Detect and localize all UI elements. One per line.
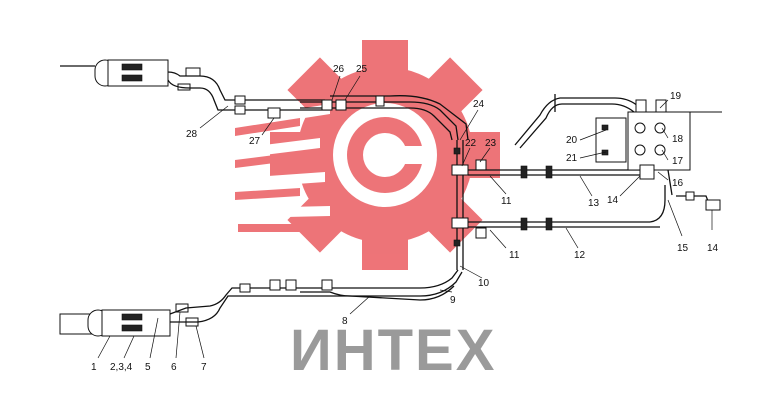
lower-cylinder	[59, 303, 199, 337]
callout-13: 13	[588, 198, 600, 209]
horizontal-lines-to-valve	[468, 165, 666, 231]
callout-20: 20	[566, 135, 578, 146]
callout-11-lower: 11	[509, 250, 520, 261]
callout-16: 16	[672, 178, 684, 189]
callout-22: 22	[465, 138, 477, 149]
callout-1: 1	[91, 362, 97, 373]
callout-8: 8	[342, 316, 348, 327]
callout-labels: 28 27 26 25 24 22 23 11 11 13 12 14 15 1…	[91, 64, 719, 373]
callout-7: 7	[201, 362, 207, 373]
leader-lines	[97, 75, 713, 359]
callout-26: 26	[333, 64, 345, 75]
upper-mid-lines	[267, 95, 469, 141]
callout-28: 28	[186, 129, 198, 140]
callout-12: 12	[574, 250, 586, 261]
center-vertical-block	[451, 140, 487, 270]
watermark-text: ИНТЕХ	[290, 318, 496, 383]
callout-24: 24	[473, 99, 485, 110]
watermark-gear-logo	[235, 40, 500, 270]
callout-9: 9	[450, 295, 456, 306]
callout-15: 15	[677, 243, 689, 254]
lower-hoses	[169, 269, 463, 323]
callout-2-3-4: 2,3,4	[110, 362, 133, 373]
callout-23: 23	[485, 138, 497, 149]
callout-14-center: 14	[607, 195, 619, 206]
upper-hose-28	[167, 71, 330, 115]
callout-27: 27	[249, 136, 261, 147]
top-return-lines	[514, 94, 641, 149]
callout-25: 25	[356, 64, 368, 75]
upper-cylinder	[60, 59, 201, 91]
callout-10: 10	[478, 278, 490, 289]
callout-6: 6	[171, 362, 177, 373]
callout-21: 21	[566, 153, 578, 164]
callout-19: 19	[670, 91, 682, 102]
callout-17: 17	[672, 156, 684, 167]
callout-5: 5	[145, 362, 151, 373]
callout-18: 18	[672, 134, 684, 145]
callout-11-upper: 11	[501, 196, 512, 207]
valve-block	[595, 99, 722, 211]
callout-14-right: 14	[707, 243, 719, 254]
